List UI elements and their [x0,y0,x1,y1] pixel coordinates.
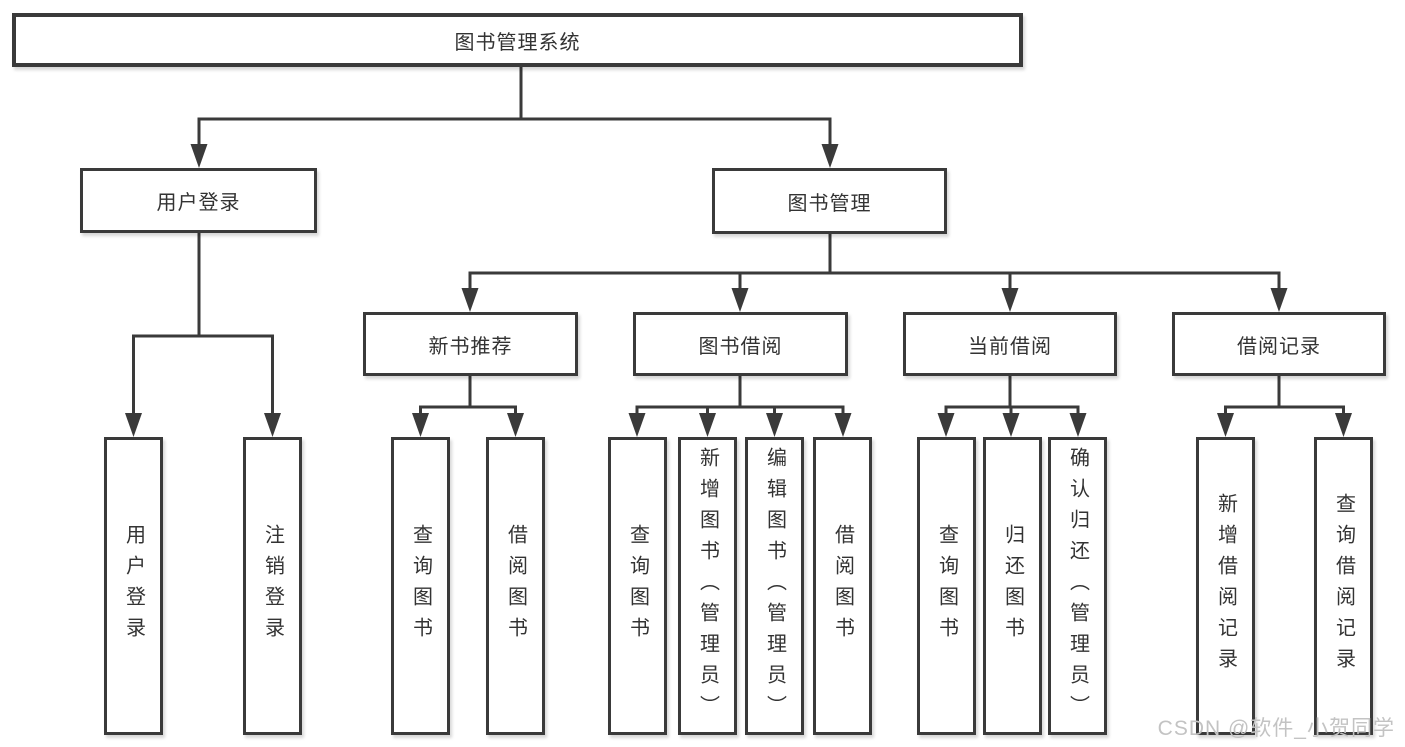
leaf-return-books: 归还图书 [983,437,1042,735]
leaf-label: 借阅图书 [831,524,854,648]
leaf-label: 借阅图书 [504,524,527,648]
leaf-label: 查询图书 [409,524,432,648]
leaf-label: 查询图书 [935,524,958,648]
node-current-borrowing: 当前借阅 [903,312,1117,376]
node-book-borrowing: 图书借阅 [633,312,848,376]
leaf-label: 归还图书 [1001,524,1024,648]
leaf-edit-books-admin: 编辑图书（管理员） [745,437,804,735]
watermark: CSDN @软件_小贺同学 [1157,717,1395,740]
node-label: 用户登录 [156,192,241,214]
leaf-label: 用户登录 [122,524,145,648]
leaf-add-books-admin: 新增图书（管理员） [678,437,737,735]
node-root-system: 图书管理系统 [12,13,1023,67]
leaf-query-books-2: 查询图书 [608,437,667,735]
leaf-add-borrow-record: 新增借阅记录 [1196,437,1255,735]
node-new-book-recommend: 新书推荐 [363,312,578,376]
leaf-query-books-3: 查询图书 [917,437,976,735]
leaf-borrow-books-1: 借阅图书 [486,437,545,735]
leaf-user-login: 用户登录 [104,437,163,735]
node-label: 图书管理系统 [454,31,581,54]
leaf-label: 新增借阅记录 [1214,493,1237,679]
node-book-management: 图书管理 [712,168,947,234]
leaf-borrow-books-2: 借阅图书 [813,437,872,735]
leaf-query-borrow-record: 查询借阅记录 [1314,437,1373,735]
leaf-label: 查询图书 [626,524,649,648]
leaf-query-books-1: 查询图书 [391,437,450,735]
node-label: 新书推荐 [428,335,513,358]
leaf-label: 新增图书（管理员） [696,446,719,726]
leaf-label: 注销登录 [261,524,284,648]
node-user-login: 用户登录 [80,168,317,233]
leaf-confirm-return-admin: 确认归还（管理员） [1048,437,1107,735]
node-label: 当前借阅 [968,335,1052,358]
leaf-label: 查询借阅记录 [1332,493,1355,679]
leaf-logout: 注销登录 [243,437,302,735]
leaf-label: 编辑图书（管理员） [763,446,786,726]
leaf-label: 确认归还（管理员） [1066,446,1089,726]
node-borrowing-records: 借阅记录 [1172,312,1386,376]
node-label: 借阅记录 [1237,335,1321,358]
node-label: 图书管理 [787,192,872,215]
node-label: 图书借阅 [698,335,783,358]
